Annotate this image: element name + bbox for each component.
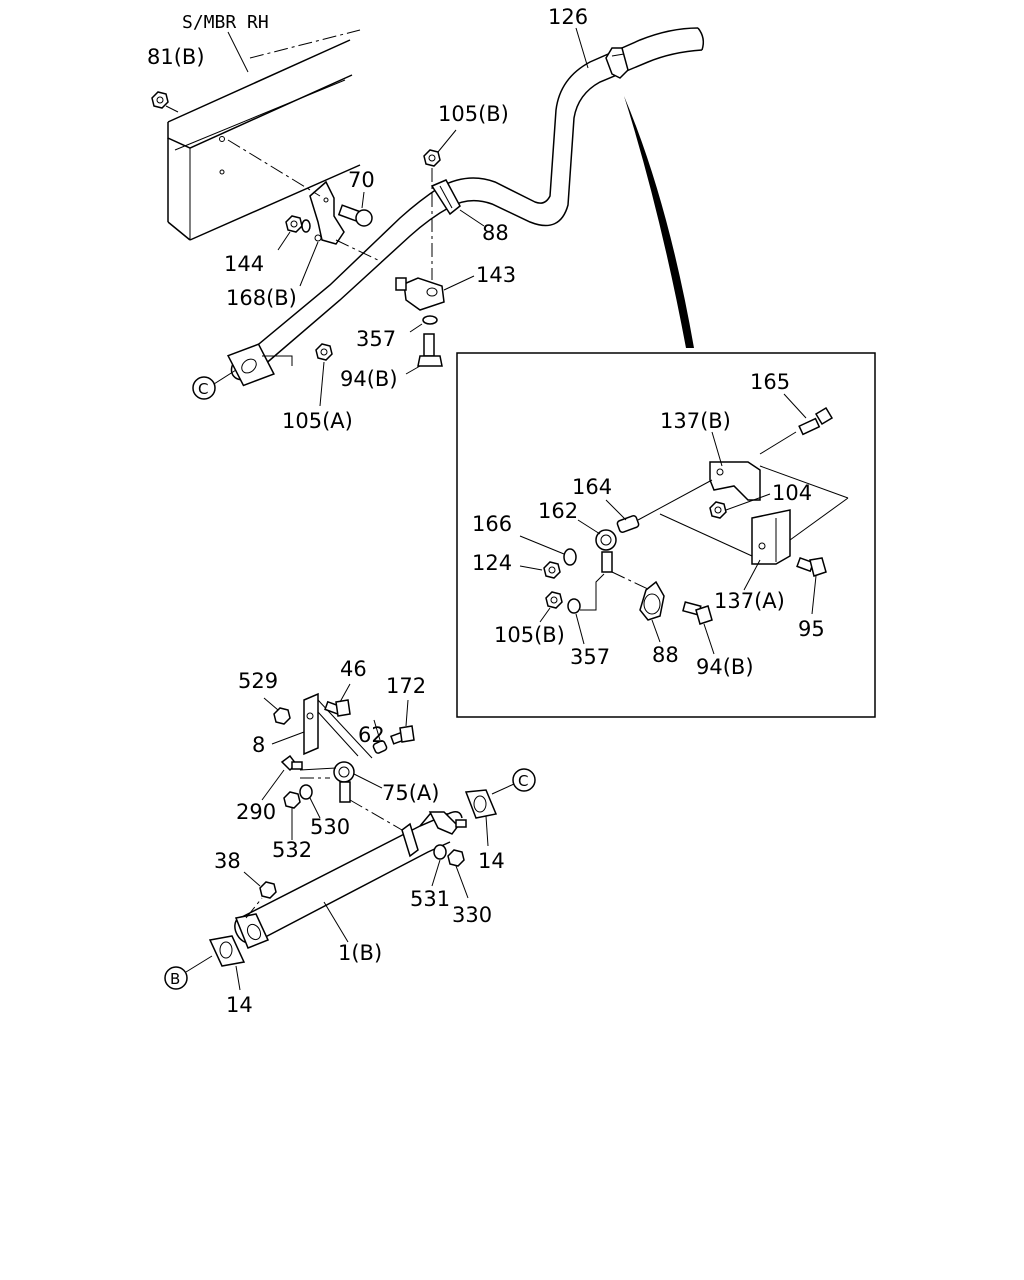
connector-b: B — [164, 966, 188, 990]
washer-530 — [299, 784, 313, 800]
label-530: 530 — [310, 815, 350, 839]
nut-38 — [259, 881, 277, 899]
label-70: 70 — [348, 168, 375, 192]
detail-assembly — [543, 406, 849, 625]
svg-text:B: B — [170, 970, 180, 988]
label-62: 62 — [358, 723, 385, 747]
label-532: 532 — [272, 838, 312, 862]
label-94b-detail: 94(B) — [696, 655, 754, 679]
label-529: 529 — [238, 669, 278, 693]
bushing-75a — [333, 761, 355, 803]
bolt-46 — [324, 699, 351, 717]
hanger-bracket-8 — [303, 692, 373, 759]
label-162: 162 — [538, 499, 578, 523]
bracket-70 — [309, 180, 345, 245]
label-94b-top: 94(B) — [340, 367, 398, 391]
bolt-172 — [390, 725, 415, 745]
label-137b: 137(B) — [660, 409, 731, 433]
label-75a: 75(A) — [382, 781, 439, 805]
pipe-126 — [226, 27, 705, 387]
label-531: 531 — [410, 887, 450, 911]
gasket-14-left — [208, 935, 246, 967]
label-105b-detail: 105(B) — [494, 623, 565, 647]
label-124: 124 — [472, 551, 512, 575]
label-330: 330 — [452, 903, 492, 927]
label-88-top: 88 — [482, 221, 509, 245]
label-88-detail: 88 — [652, 643, 679, 667]
nut-144 — [285, 215, 311, 233]
label-14-right: 14 — [478, 849, 505, 873]
label-38: 38 — [214, 849, 241, 873]
nut-529 — [273, 707, 291, 725]
connector-c-top: C — [192, 376, 216, 400]
label-172: 172 — [386, 674, 426, 698]
nut-532 — [283, 791, 301, 809]
label-290: 290 — [236, 800, 276, 824]
detail-callout-arrow — [624, 96, 694, 348]
side-member-label: S/MBR RH — [182, 12, 269, 33]
connector-c-bottom: C — [512, 768, 536, 792]
label-144: 144 — [224, 252, 264, 276]
label-14-left: 14 — [226, 993, 253, 1017]
label-168b: 168(B) — [226, 286, 297, 310]
label-357-top: 357 — [356, 327, 396, 351]
label-105a: 105(A) — [282, 409, 353, 433]
label-1b: 1(B) — [338, 941, 382, 965]
label-166: 166 — [472, 512, 512, 536]
label-137a: 137(A) — [714, 589, 785, 613]
label-8: 8 — [252, 733, 265, 757]
leader-s-mbr — [227, 31, 249, 73]
svg-text:C: C — [198, 380, 208, 398]
pin-62 — [372, 740, 388, 754]
svg-text:C: C — [518, 772, 528, 790]
side-member-rh — [167, 29, 361, 241]
label-143: 143 — [476, 263, 516, 287]
bracket-143 — [395, 277, 445, 311]
label-165: 165 — [750, 370, 790, 394]
label-357-detail: 357 — [570, 645, 610, 669]
gasket-14-right — [464, 789, 498, 819]
pipe-1b — [234, 811, 467, 949]
nut-330 — [447, 849, 465, 867]
nut-81b — [151, 91, 169, 109]
label-46: 46 — [340, 657, 367, 681]
label-164: 164 — [572, 475, 612, 499]
label-95: 95 — [798, 617, 825, 641]
washer-531 — [433, 844, 447, 860]
label-105b-top: 105(B) — [438, 102, 509, 126]
label-81b: 81(B) — [147, 45, 205, 69]
label-104: 104 — [772, 481, 812, 505]
bolt-70 — [337, 204, 373, 227]
washer-357-top — [422, 315, 438, 325]
detail-box — [456, 352, 876, 718]
nut-105b-top — [423, 149, 441, 167]
bolt-290 — [280, 754, 303, 772]
bolt-94b-top — [417, 333, 443, 367]
nut-105a — [315, 343, 333, 361]
label-126: 126 — [548, 5, 588, 29]
